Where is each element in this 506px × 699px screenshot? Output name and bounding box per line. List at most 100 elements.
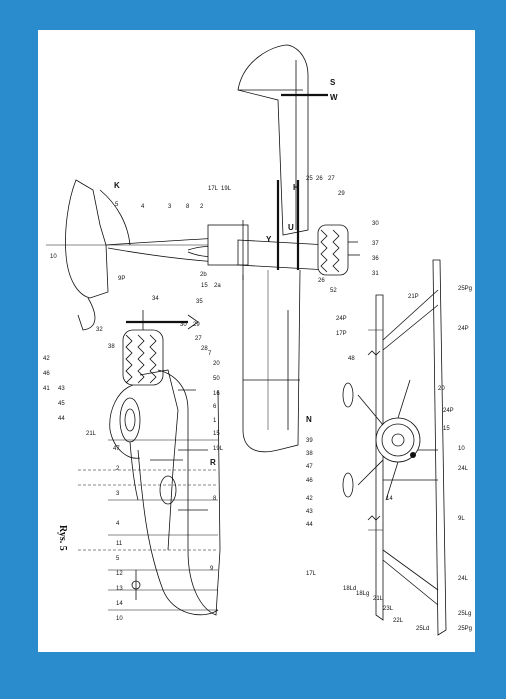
label: 17L xyxy=(306,571,317,577)
top-view xyxy=(237,44,360,453)
label: 24P xyxy=(443,408,454,414)
label: 38 xyxy=(108,344,115,350)
label: 11 xyxy=(116,541,123,547)
big-letter-h: H xyxy=(293,183,299,192)
drawing-sheet: 10 K 5 4 3 8 2 17L 19L 2b 2a 15 9P 34 35… xyxy=(38,30,475,652)
label: 2a xyxy=(214,283,221,289)
label: 21L xyxy=(373,596,384,602)
label: 25Pg xyxy=(458,286,472,292)
label: 25Ld xyxy=(416,626,429,632)
label: 2 xyxy=(116,466,120,472)
label: 27 xyxy=(328,176,335,182)
label: 24P xyxy=(336,316,347,322)
label: 47 xyxy=(113,446,120,452)
label: 27 xyxy=(195,336,202,342)
label: 46 xyxy=(306,478,313,484)
label: 41 xyxy=(43,386,50,392)
big-letter-r: R xyxy=(210,458,216,467)
label: 42 xyxy=(306,496,313,502)
label: 9 xyxy=(210,566,214,572)
label: 10 xyxy=(116,616,123,622)
label: 43 xyxy=(58,386,65,392)
label: 38 xyxy=(306,451,313,457)
label: 3 xyxy=(116,491,120,497)
label: 26 xyxy=(316,176,323,182)
label: 29 xyxy=(193,322,200,328)
big-letter-y: Y xyxy=(266,235,272,244)
tailplane-outline xyxy=(77,297,96,331)
label: 21L xyxy=(86,431,97,437)
label: 17L xyxy=(208,186,219,192)
label: 28 xyxy=(201,346,208,352)
label: 25Pg xyxy=(458,626,472,632)
label: 52 xyxy=(330,288,337,294)
label: 6 xyxy=(213,404,217,410)
label: 15 xyxy=(443,426,450,432)
label: 21P xyxy=(408,294,419,300)
label: 1 xyxy=(213,418,217,424)
label: 20 xyxy=(213,361,220,367)
label: 32 xyxy=(96,327,103,333)
label: 46 xyxy=(43,371,50,377)
label: 43 xyxy=(306,509,313,515)
upper-wing-top xyxy=(237,44,309,236)
label: 35 xyxy=(196,299,203,305)
label: 30 xyxy=(372,221,379,227)
label: 26 xyxy=(318,278,325,284)
engine-top xyxy=(317,224,360,276)
label: 15 xyxy=(201,283,208,289)
label: 24L xyxy=(458,466,469,472)
label: 24L xyxy=(458,576,469,582)
big-letter-u: U xyxy=(288,223,294,232)
aircraft-technical-drawing: 10 K 5 4 3 8 2 17L 19L 2b 2a 15 9P 34 35… xyxy=(43,44,472,636)
figure-caption: Rys. 5 xyxy=(57,525,68,551)
lower-wing-front xyxy=(375,294,384,621)
label: 9L xyxy=(458,516,465,522)
label: 37 xyxy=(372,241,379,247)
label: 10 xyxy=(50,254,57,260)
label: 16 xyxy=(213,391,220,397)
side-view xyxy=(46,179,249,616)
label: 4 xyxy=(141,204,145,210)
label: 14 xyxy=(386,496,393,502)
big-letter-n: N xyxy=(306,415,312,424)
label: 18Ld xyxy=(343,586,356,592)
label: 44 xyxy=(306,522,313,528)
engine-side xyxy=(122,310,199,386)
fuselage-side-lower xyxy=(137,449,219,616)
label: 22L xyxy=(393,618,404,624)
label: 13 xyxy=(116,586,123,592)
label: 42 xyxy=(43,356,50,362)
wheel-side xyxy=(119,397,141,443)
label: 19L xyxy=(213,446,224,452)
label: 47 xyxy=(306,464,313,470)
big-letter-k: K xyxy=(114,181,120,190)
label: 3 xyxy=(168,204,172,210)
label: 8 xyxy=(213,496,217,502)
label: 50 xyxy=(213,376,220,382)
label: 5 xyxy=(115,202,119,208)
label: 4 xyxy=(116,521,120,527)
label: 45 xyxy=(58,401,65,407)
tail-curve xyxy=(109,384,141,459)
label: 8 xyxy=(186,204,190,210)
label: 25 xyxy=(306,176,313,182)
label: 36 xyxy=(372,256,379,262)
label: 17P xyxy=(336,331,347,337)
label: 5 xyxy=(116,556,120,562)
label: 39 xyxy=(306,438,313,444)
label: 30 xyxy=(180,322,187,328)
lower-wing-top xyxy=(242,269,301,453)
label: 7 xyxy=(208,351,212,357)
label: 2 xyxy=(200,204,204,210)
label: 25Lg xyxy=(458,611,471,617)
big-letter-s: S xyxy=(330,78,336,87)
label: 10 xyxy=(458,446,465,452)
big-letter-w: W xyxy=(330,93,338,102)
wheel-left xyxy=(342,472,354,498)
label: 23L xyxy=(383,606,394,612)
label: 14 xyxy=(116,601,123,607)
label: 31 xyxy=(372,271,379,277)
callout-labels: 10 K 5 4 3 8 2 17L 19L 2b 2a 15 9P 34 35… xyxy=(43,78,472,632)
front-view xyxy=(342,259,447,636)
